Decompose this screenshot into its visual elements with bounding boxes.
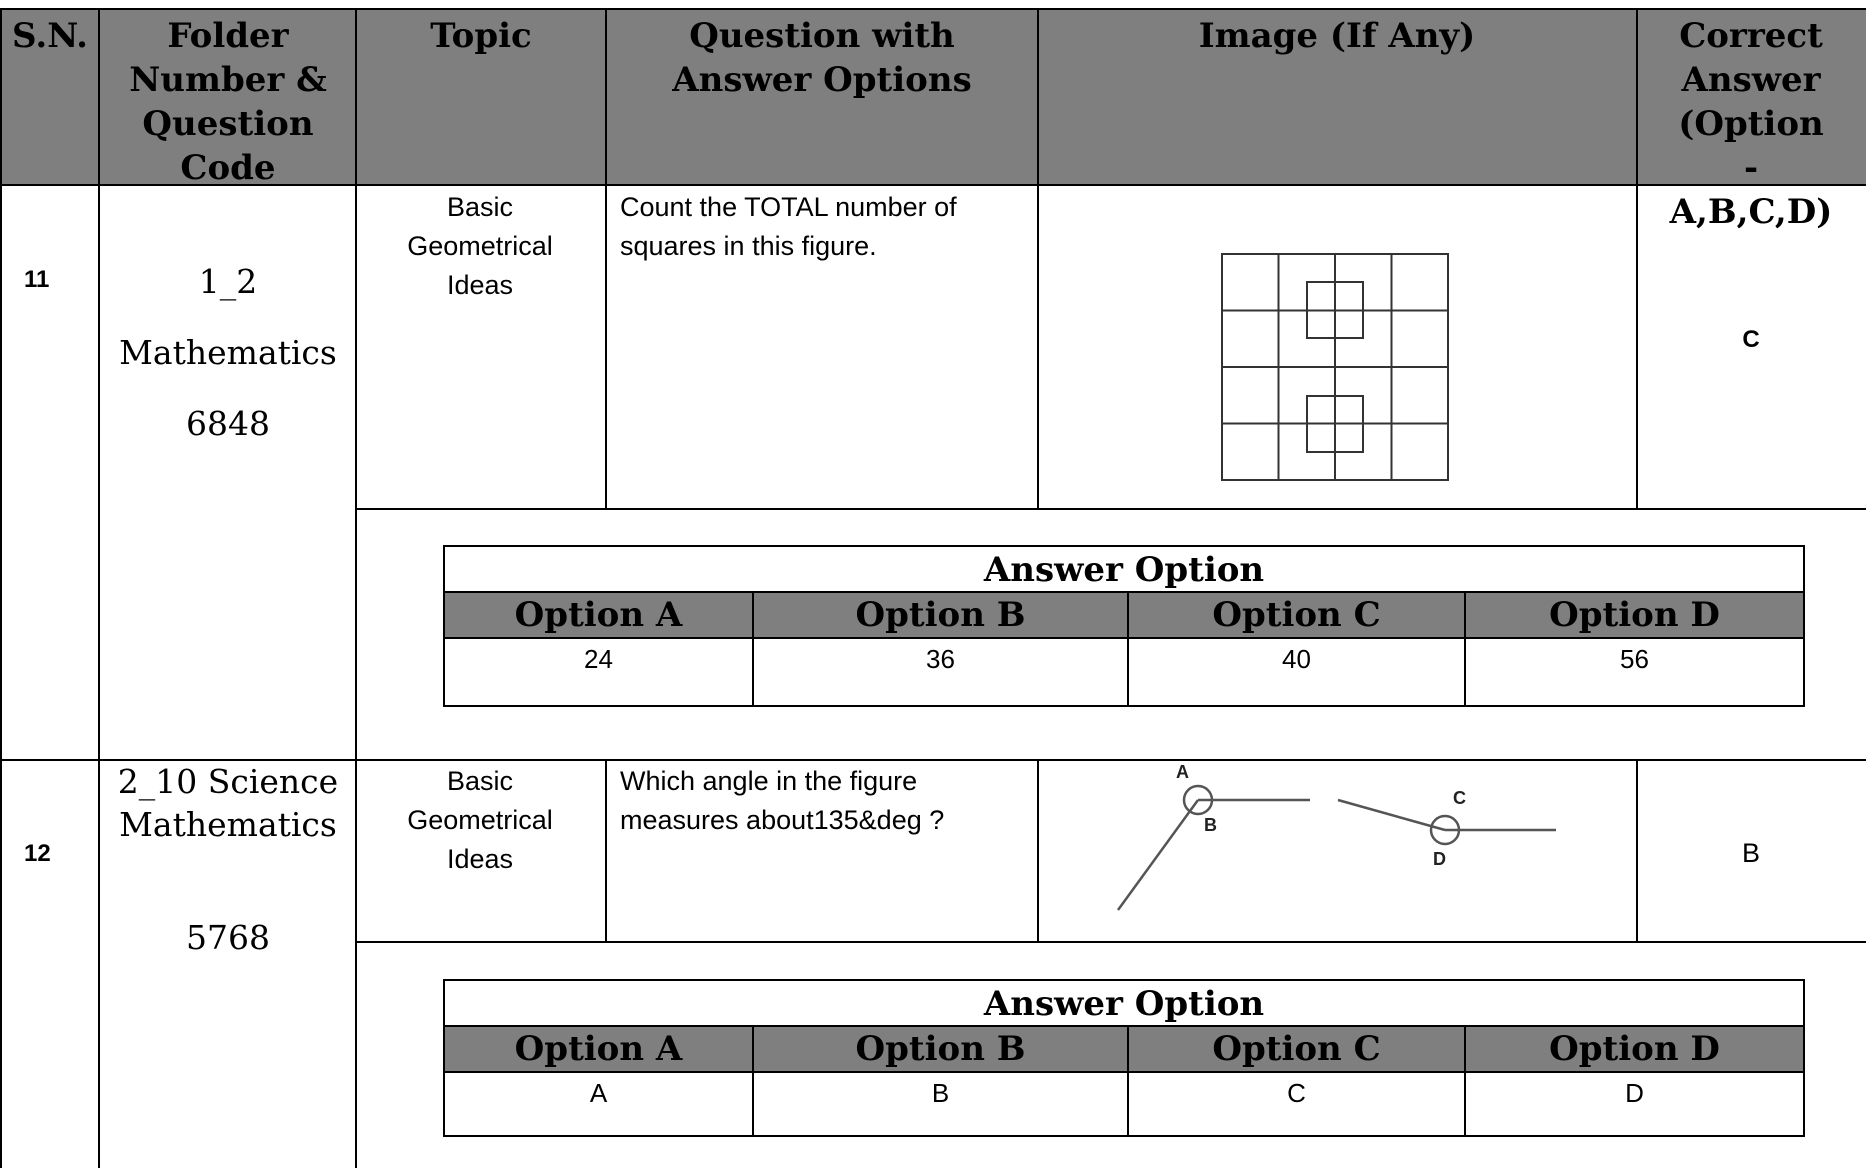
- table-header: [2, 10, 1866, 184]
- folder-line-2: Mathematics: [119, 333, 337, 372]
- option-d-label: Option D: [1549, 595, 1720, 635]
- header-bottom-border: [0, 184, 1866, 186]
- folder-line-1: 1_2: [198, 262, 258, 301]
- header-topic: Topic: [430, 16, 532, 56]
- option-b-label: Option B: [754, 593, 1129, 637]
- col-divider-topic-hdr: [605, 8, 607, 509]
- question-text: Count the TOTAL number of squares in thi…: [620, 192, 957, 261]
- fig-label-a: A: [1176, 762, 1189, 782]
- fig-label-c: C: [1453, 788, 1466, 808]
- answer-option-title: Answer Option: [445, 981, 1803, 1027]
- header-image: Image (If Any): [1198, 16, 1476, 56]
- option-value-row: 24 36 40 56: [445, 639, 1803, 705]
- angle-figure: A B C D: [1116, 762, 1556, 911]
- header-sn: S.N.: [12, 16, 88, 56]
- col-divider-image-r12: [1636, 759, 1638, 942]
- col-divider-topic-r12: [605, 759, 607, 942]
- folder-line-2: Mathematics: [119, 805, 337, 844]
- option-a-value: A: [445, 1073, 754, 1135]
- header-correct: Correct Answer (Option - A,B,C,D): [1669, 16, 1833, 232]
- option-a-label: Option A: [445, 593, 754, 637]
- option-d-value: 56: [1620, 644, 1649, 674]
- option-b-label: Option B: [754, 1027, 1129, 1071]
- folder-line-3: 6848: [186, 404, 270, 443]
- option-c-label: Option C: [1129, 593, 1466, 637]
- correct-answer: C: [1742, 326, 1760, 353]
- topic-text: Basic Geometrical Ideas: [407, 766, 553, 874]
- row-sn: 12: [24, 840, 51, 867]
- option-b-value: 36: [754, 639, 1129, 705]
- option-value-row: A B C D: [445, 1073, 1803, 1135]
- fig-label-b: B: [1204, 815, 1217, 835]
- option-a-label: Option A: [445, 1027, 754, 1071]
- table-top-border: [0, 8, 1866, 10]
- col-divider-folder: [355, 8, 357, 1168]
- topic-text: Basic Geometrical Ideas: [407, 192, 553, 300]
- option-c-value: 40: [1129, 639, 1466, 705]
- option-a-value: 24: [445, 639, 754, 705]
- option-c-label: Option C: [1129, 1027, 1466, 1071]
- answer-option-box: Answer Option Option A Option B Option C…: [443, 545, 1805, 707]
- squares-figure: [1221, 253, 1449, 481]
- header-folder: Folder Number & Question Code: [129, 16, 327, 188]
- question-text: Which angle in the figure measures about…: [620, 766, 945, 835]
- option-b-value: B: [754, 1073, 1129, 1135]
- correct-answer: B: [1741, 838, 1760, 868]
- table-left-border: [0, 8, 2, 1168]
- row11-question-bottom: [355, 508, 1866, 510]
- row-sn: 11: [24, 266, 50, 293]
- col-divider-question-r12: [1037, 759, 1039, 942]
- fig-label-d: D: [1433, 849, 1446, 869]
- answer-option-box: Answer Option Option A Option B Option C…: [443, 979, 1805, 1137]
- folder-line-1: 2_10 Science: [117, 762, 339, 801]
- col-divider-sn: [98, 8, 100, 1168]
- option-header-row: Option A Option B Option C Option D: [445, 593, 1803, 639]
- option-d-value: D: [1625, 1078, 1644, 1108]
- row12-question-bottom: [355, 941, 1866, 943]
- col-divider-image-hdr: [1636, 8, 1638, 509]
- col-divider-question-hdr: [1037, 8, 1039, 509]
- folder-line-3: 5768: [186, 918, 270, 957]
- row11-bottom: [0, 759, 1866, 761]
- answer-option-title: Answer Option: [445, 547, 1803, 593]
- header-question: Question with Answer Options: [672, 16, 972, 100]
- option-d-label: Option D: [1549, 1029, 1720, 1069]
- option-c-value: C: [1129, 1073, 1466, 1135]
- option-header-row: Option A Option B Option C Option D: [445, 1027, 1803, 1073]
